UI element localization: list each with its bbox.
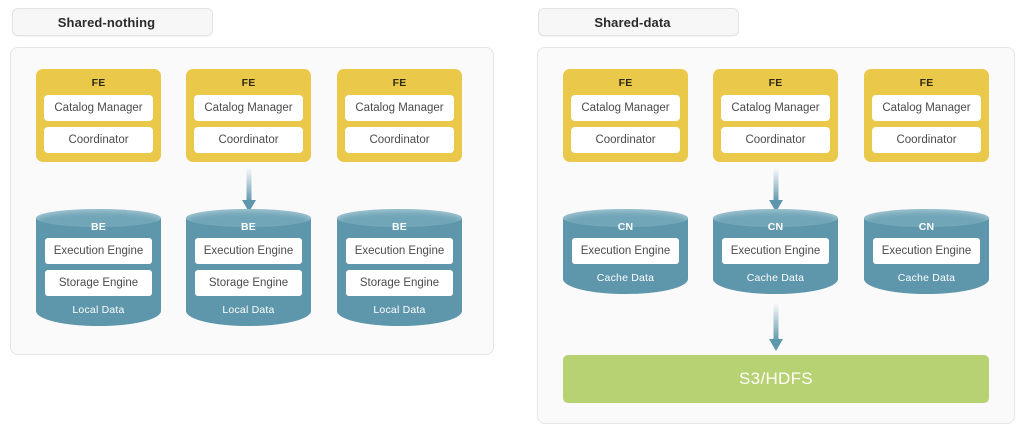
fe-node[interactable]: FE Catalog Manager Coordinator: [337, 69, 462, 162]
cn-component-execution-engine: Execution Engine: [572, 238, 679, 264]
cylinder-top-icon: [864, 209, 989, 227]
be-node-footer: Local Data: [72, 304, 125, 316]
be-component-execution-engine: Execution Engine: [346, 238, 453, 264]
fe-component-coordinator: Coordinator: [571, 127, 680, 153]
cylinder-top-icon: [713, 209, 838, 227]
cn-node-footer: Cache Data: [596, 272, 655, 284]
cn-node[interactable]: CN Execution Engine Cache Data: [563, 209, 688, 294]
be-component-storage-engine: Storage Engine: [45, 270, 152, 296]
be-node-title: BE: [91, 221, 106, 233]
be-node-title: BE: [241, 221, 256, 233]
panel-title-shared-nothing: Shared-nothing: [12, 8, 213, 36]
cn-component-execution-engine: Execution Engine: [722, 238, 829, 264]
fe-node-title: FE: [919, 77, 934, 89]
fe-node[interactable]: FE Catalog Manager Coordinator: [713, 69, 838, 162]
fe-component-coordinator: Coordinator: [721, 127, 830, 153]
be-node-footer: Local Data: [373, 304, 426, 316]
shared-storage-label: S3/HDFS: [739, 369, 813, 388]
arrow-down-icon: [238, 168, 260, 213]
cn-node[interactable]: CN Execution Engine Cache Data: [864, 209, 989, 294]
fe-component-catalog-manager: Catalog Manager: [721, 95, 830, 121]
cylinder-top-icon: [563, 209, 688, 227]
fe-node[interactable]: FE Catalog Manager Coordinator: [36, 69, 161, 162]
be-component-storage-engine: Storage Engine: [195, 270, 302, 296]
fe-node-title: FE: [618, 77, 633, 89]
fe-component-catalog-manager: Catalog Manager: [345, 95, 454, 121]
be-node-title: BE: [392, 221, 407, 233]
cn-node-title: CN: [918, 221, 935, 233]
cylinder-top-icon: [186, 209, 311, 227]
fe-node-title: FE: [768, 77, 783, 89]
cn-node-title: CN: [767, 221, 784, 233]
fe-node-title: FE: [241, 77, 256, 89]
panel-title-text: Shared-nothing: [57, 14, 156, 30]
cylinder-top-icon: [337, 209, 462, 227]
cn-node[interactable]: CN Execution Engine Cache Data: [713, 209, 838, 294]
be-node-footer: Local Data: [222, 304, 275, 316]
be-node[interactable]: BE Execution Engine Storage Engine Local…: [337, 209, 462, 326]
fe-component-catalog-manager: Catalog Manager: [872, 95, 981, 121]
be-component-storage-engine: Storage Engine: [346, 270, 453, 296]
panel-title-shared-data: Shared-data: [538, 8, 739, 36]
be-node[interactable]: BE Execution Engine Storage Engine Local…: [186, 209, 311, 326]
cn-node-title: CN: [617, 221, 634, 233]
be-component-execution-engine: Execution Engine: [195, 238, 302, 264]
be-component-execution-engine: Execution Engine: [45, 238, 152, 264]
fe-component-coordinator: Coordinator: [345, 127, 454, 153]
arrow-down-icon: [765, 303, 787, 353]
fe-component-catalog-manager: Catalog Manager: [194, 95, 303, 121]
fe-component-catalog-manager: Catalog Manager: [571, 95, 680, 121]
be-node[interactable]: BE Execution Engine Storage Engine Local…: [36, 209, 161, 326]
cn-node-footer: Cache Data: [897, 272, 956, 284]
fe-node[interactable]: FE Catalog Manager Coordinator: [563, 69, 688, 162]
fe-component-coordinator: Coordinator: [194, 127, 303, 153]
fe-node[interactable]: FE Catalog Manager Coordinator: [864, 69, 989, 162]
fe-component-coordinator: Coordinator: [872, 127, 981, 153]
fe-node-title: FE: [91, 77, 106, 89]
cn-component-execution-engine: Execution Engine: [873, 238, 980, 264]
cn-node-footer: Cache Data: [746, 272, 805, 284]
fe-node[interactable]: FE Catalog Manager Coordinator: [186, 69, 311, 162]
arrow-down-icon: [765, 168, 787, 213]
fe-component-coordinator: Coordinator: [44, 127, 153, 153]
cylinder-top-icon: [36, 209, 161, 227]
shared-storage-s3-hdfs[interactable]: S3/HDFS: [563, 355, 989, 403]
panel-title-text: Shared-data: [594, 14, 671, 30]
fe-node-title: FE: [392, 77, 407, 89]
fe-component-catalog-manager: Catalog Manager: [44, 95, 153, 121]
